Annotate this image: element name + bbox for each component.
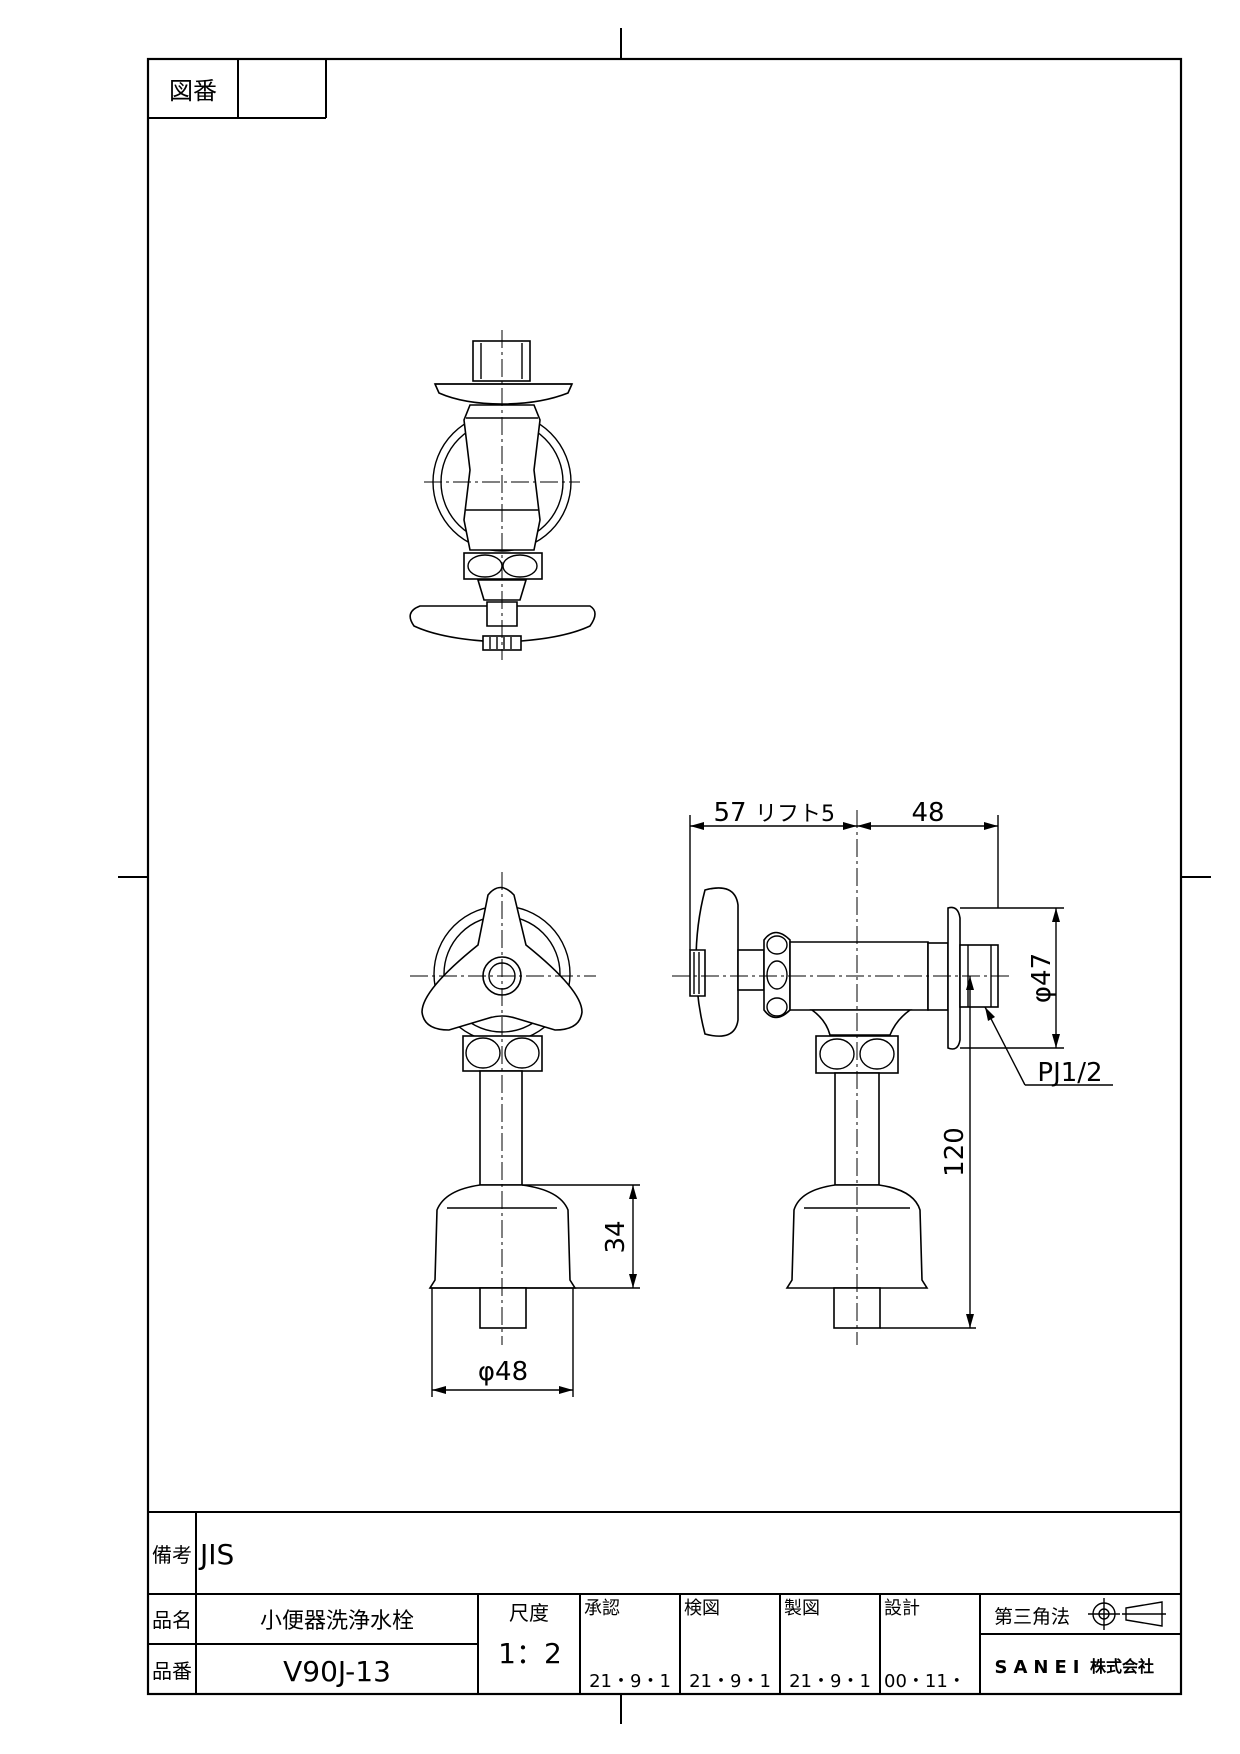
dim-57: 57: [713, 798, 746, 828]
figure-number-box: 図番: [148, 59, 327, 119]
scale-label: 尺度: [509, 1601, 549, 1625]
product-name-label: 品名: [152, 1608, 192, 1632]
dim-48-top: 48: [911, 798, 944, 828]
drawn-date: 21・9・1: [789, 1671, 871, 1692]
product-number-label: 品番: [152, 1659, 192, 1683]
dim-120: 120: [940, 1127, 970, 1177]
drawn-label: 製図: [784, 1598, 820, 1619]
checked-date: 21・9・1: [689, 1671, 771, 1692]
approved-date: 21・9・1: [589, 1671, 671, 1692]
dim-phi47: φ47: [1027, 953, 1057, 1003]
dimensions: 57 リフト5 48 φ47 PJ1/2 120 34 φ48: [431, 798, 1113, 1397]
designed-label: 設計: [884, 1598, 920, 1619]
projection-label: 第三角法: [994, 1606, 1070, 1628]
company-suffix: 株式会社: [1090, 1657, 1154, 1676]
dim-lift: リフト5: [755, 802, 835, 827]
designed-date: 00・11・: [884, 1671, 966, 1692]
top-view: [409, 330, 596, 660]
company-logo-text: SANEI: [995, 1657, 1086, 1678]
third-angle-projection-icon: [1088, 1598, 1166, 1630]
approved-label: 承認: [584, 1598, 620, 1619]
side-view: [672, 810, 1010, 1345]
remarks-label: 備考: [152, 1543, 192, 1567]
remarks-value: JIS: [198, 1538, 234, 1571]
sheet-frame: [118, 28, 1211, 1724]
product-name-value: 小便器洗浄水栓: [260, 1609, 414, 1634]
dim-phi48: φ48: [478, 1357, 528, 1387]
figure-number-label: 図番: [169, 77, 217, 105]
scale-value: 1：2: [498, 1637, 562, 1670]
dim-pj: PJ1/2: [1037, 1058, 1102, 1088]
dim-34: 34: [601, 1220, 631, 1253]
front-view: [410, 872, 596, 1345]
checked-label: 検図: [684, 1598, 720, 1619]
product-number-value: V90J-13: [283, 1655, 391, 1688]
title-block: 備考 JIS 品名 小便器洗浄水栓 品番 V90J-13 尺度 1：2 承認 2…: [148, 1511, 1181, 1694]
